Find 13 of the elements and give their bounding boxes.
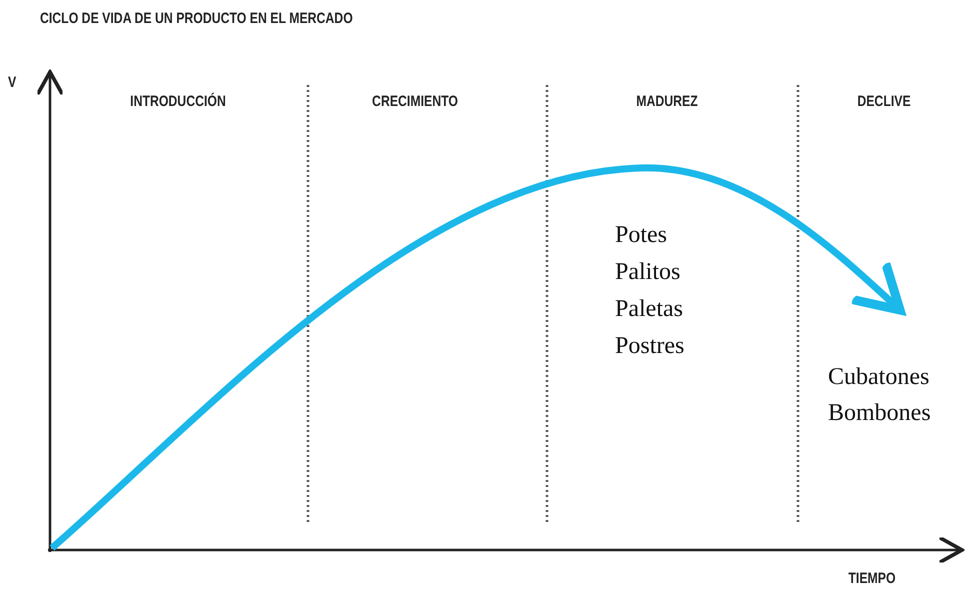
stage-label: DECLIVE: [857, 93, 911, 110]
axis-label: TIEMPO: [848, 570, 896, 587]
product-label: Palitos: [615, 259, 680, 286]
product-label: Bombones: [828, 400, 931, 427]
axis-label: V: [8, 74, 16, 91]
product-label: Cubatones: [828, 364, 930, 391]
stage-label: MADUREZ: [636, 93, 698, 110]
stage-label: CRECIMIENTO: [372, 93, 458, 110]
product-label: Postres: [615, 333, 684, 360]
product-label: Paletas: [615, 296, 683, 323]
stage-label: INTRODUCCIÓN: [130, 93, 226, 110]
chart-title: CICLO DE VIDA DE UN PRODUCTO EN EL MERCADO: [40, 10, 353, 27]
product-label: Potes: [615, 222, 668, 249]
